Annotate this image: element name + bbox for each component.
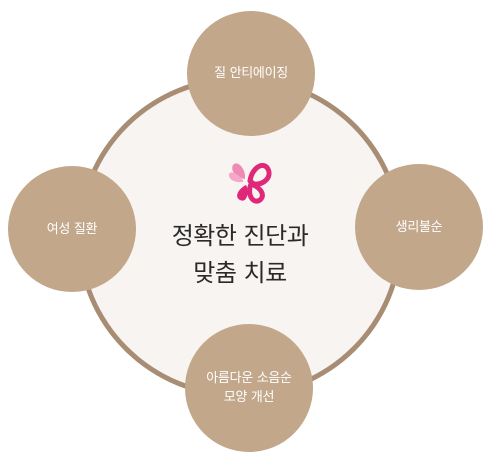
- node-label: 여성 질환: [46, 221, 98, 237]
- butterfly-flower-icon: [228, 163, 272, 204]
- node-label: 생리불순: [395, 219, 443, 235]
- node-menstrual-irregularity: 생리불순: [355, 164, 483, 290]
- node-womens-disease: 여성 질환: [8, 166, 136, 292]
- center-line-2: 맞춤 치료: [193, 259, 287, 287]
- center-message: 정확한 진단과 맞춤 치료: [140, 218, 340, 292]
- node-label: 아름다운 소음순 모양 개선: [206, 371, 292, 405]
- node-labia-improvement: 아름다운 소음순 모양 개선: [185, 324, 313, 452]
- center-line-1: 정확한 진단과: [171, 222, 309, 250]
- node-vaginal-antiaging: 질 안티에이징: [187, 11, 315, 136]
- node-label: 질 안티에이징: [214, 66, 288, 81]
